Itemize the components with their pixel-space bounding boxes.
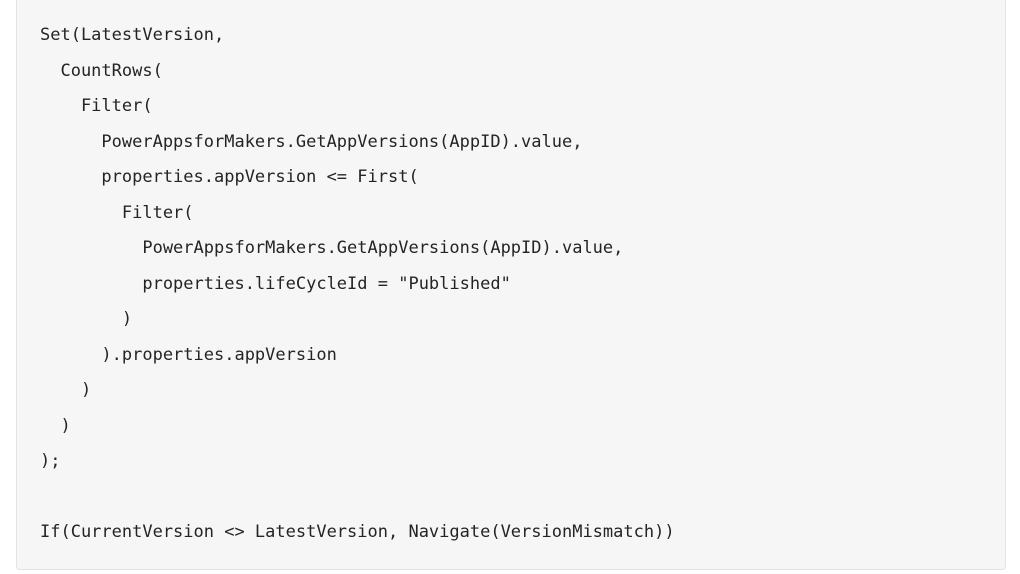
code-line: );	[40, 451, 61, 471]
code-line: PowerAppsforMakers.GetAppVersions(AppID)…	[40, 238, 624, 258]
code-block: Set(LatestVersion, CountRows( Filter( Po…	[16, 0, 1006, 570]
code-line: Filter(	[40, 202, 194, 223]
code-line: )	[40, 415, 71, 436]
code-line: If(CurrentVersion <> LatestVersion, Navi…	[40, 522, 675, 542]
code-line: Filter(	[40, 96, 153, 116]
code-line: ).properties.appVersion	[40, 344, 337, 365]
code-content: Set(LatestVersion, CountRows( Filter( Po…	[40, 18, 675, 551]
code-line: properties.appVersion <= First(	[40, 167, 419, 187]
code-line: )	[40, 380, 92, 400]
code-line: CountRows(	[40, 60, 163, 81]
code-line: )	[40, 309, 133, 329]
code-line: properties.lifeCycleId = "Published"	[40, 273, 511, 294]
code-line: PowerAppsforMakers.GetAppVersions(AppID)…	[40, 131, 583, 152]
code-line: Set(LatestVersion,	[40, 25, 225, 45]
code-line	[40, 480, 675, 516]
